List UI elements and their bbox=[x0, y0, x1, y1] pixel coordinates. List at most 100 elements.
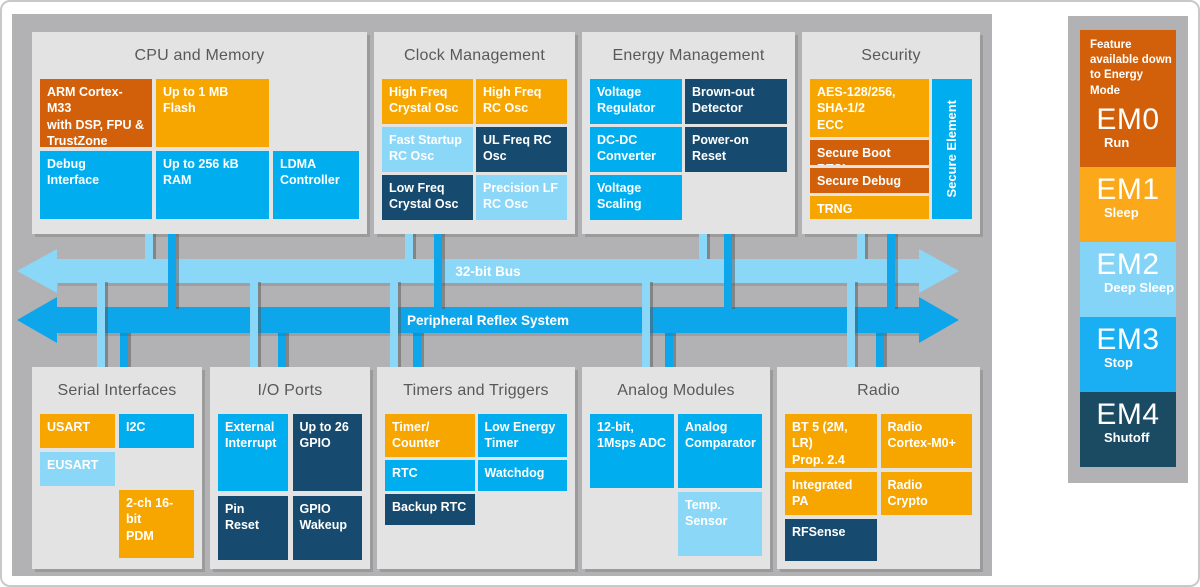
bus-connector bbox=[699, 234, 707, 262]
bus-connector bbox=[405, 234, 413, 262]
block-ul-freq-rc-osc: UL Freq RC Osc bbox=[476, 127, 567, 172]
block-ram: Up to 256 kB RAM bbox=[156, 151, 269, 219]
block-pdm: 2-ch 16-bit PDM bbox=[119, 490, 194, 558]
section-radio: Radio BT 5 (2M, LR) Prop. 2.4 GHzRadio C… bbox=[777, 367, 980, 569]
bus-32-bit: 32-bit Bus bbox=[17, 249, 959, 293]
block-timer-counter: Timer/ Counter bbox=[385, 414, 475, 457]
section-title: Analog Modules bbox=[617, 382, 735, 399]
bus-connector bbox=[145, 234, 153, 262]
bus-connector bbox=[847, 282, 855, 367]
energy-mode-sublabel: Deep Sleep bbox=[1104, 280, 1175, 295]
bus-connector bbox=[120, 331, 128, 367]
block-hf-crystal-osc: High Freq Crystal Osc bbox=[382, 79, 473, 124]
bus-connector bbox=[724, 234, 732, 309]
block-arm-cortex-m33: ARM Cortex-M33 with DSP, FPU & TrustZone bbox=[40, 79, 152, 147]
block-precision-lf-rc-osc: Precision LF RC Osc bbox=[476, 175, 567, 220]
arrow-head-left-icon bbox=[17, 249, 57, 293]
block-eusart: EUSART bbox=[40, 452, 115, 486]
legend-header: Feature available down to Energy Mode bbox=[1090, 39, 1172, 97]
block-debug-interface: Debug Interface bbox=[40, 151, 152, 219]
block-ldma-controller: LDMA Controller bbox=[273, 151, 359, 219]
energy-mode-sublabel: Sleep bbox=[1104, 205, 1139, 220]
block-hf-rc-osc: High Freq RC Osc bbox=[476, 79, 567, 124]
section-title: I/O Ports bbox=[257, 382, 323, 399]
block-low-energy-timer: Low Energy Timer bbox=[477, 414, 567, 457]
energy-mode-sublabel: Shutoff bbox=[1104, 430, 1150, 445]
block-trng: TRNG bbox=[810, 196, 929, 219]
section-title: Radio bbox=[857, 382, 900, 399]
bus-connector bbox=[390, 282, 398, 367]
bus-connector bbox=[97, 282, 105, 367]
bus-connector bbox=[168, 234, 176, 309]
arrow-head-right-icon bbox=[919, 297, 959, 343]
block-watchdog: Watchdog bbox=[477, 460, 567, 491]
arrow-head-right-icon bbox=[919, 249, 959, 293]
block-bt5: BT 5 (2M, LR) Prop. 2.4 GHz bbox=[785, 414, 877, 468]
block-gpio-wakeup: GPIO Wakeup bbox=[292, 496, 362, 560]
block-adc: 12-bit, 1Msps ADC bbox=[590, 414, 674, 488]
bus-body bbox=[55, 259, 921, 283]
block-brown-out-detector: Brown-out Detector bbox=[685, 79, 787, 124]
block-temp-sensor: Temp. Sensor bbox=[678, 492, 762, 556]
section-title: Serial Interfaces bbox=[57, 382, 177, 399]
arrow-head-left-icon bbox=[17, 297, 57, 343]
block-aes-sha-ecc: AES-128/256, SHA-1/2 ECC bbox=[810, 79, 929, 137]
energy-mode-name: EM4 bbox=[1096, 398, 1160, 431]
section-title: Security bbox=[861, 47, 921, 64]
energy-mode-sublabel: Run bbox=[1104, 134, 1130, 150]
energy-mode-name: EM1 bbox=[1096, 173, 1160, 206]
bus-connector bbox=[887, 234, 895, 309]
bus-connector bbox=[278, 331, 286, 367]
block-fast-startup-rc-osc: Fast Startup RC Osc bbox=[382, 127, 473, 172]
block-analog-comparator: Analog Comparator bbox=[678, 414, 762, 488]
block-flash: Up to 1 MB Flash bbox=[156, 79, 269, 147]
bus-connector bbox=[434, 234, 442, 309]
block-gpio: Up to 26 GPIO bbox=[292, 414, 362, 491]
block-external-interrupt: External Interrupt bbox=[218, 414, 288, 491]
block-integrated-pa: Integrated PA bbox=[785, 472, 877, 515]
energy-mode-name: EM2 bbox=[1096, 248, 1160, 281]
block-rfsense: RFSense bbox=[785, 519, 877, 561]
block-pin-reset: Pin Reset bbox=[218, 496, 288, 560]
block-lf-crystal-osc: Low Freq Crystal Osc bbox=[382, 175, 473, 220]
energy-mode-sublabel: Stop bbox=[1104, 355, 1133, 370]
energy-mode-name: EM3 bbox=[1096, 323, 1160, 356]
bus-connector bbox=[413, 331, 421, 367]
block-voltage-scaling: Voltage Scaling bbox=[590, 175, 682, 220]
bus-connector bbox=[665, 331, 673, 367]
section-title: CPU and Memory bbox=[134, 47, 265, 64]
block-secure-element: Secure Element bbox=[932, 79, 972, 219]
section-blocks: ARM Cortex-M33 with DSP, FPU & TrustZone… bbox=[40, 79, 359, 219]
bus-peripheral-reflex-system: Peripheral Reflex System bbox=[17, 297, 959, 343]
block-voltage-regulator: Voltage Regulator bbox=[590, 79, 682, 124]
section-blocks: BT 5 (2M, LR) Prop. 2.4 GHzRadio Cortex-… bbox=[785, 414, 972, 561]
section-cpu-and-memory: CPU and Memory ARM Cortex-M33 with DSP, … bbox=[32, 32, 367, 234]
block-radio-cortex-m0: Radio Cortex-M0+ bbox=[880, 414, 972, 468]
bus-connector bbox=[642, 282, 650, 367]
block-rtc: RTC bbox=[385, 460, 475, 491]
block-backup-rtc: Backup RTC bbox=[385, 494, 475, 525]
block-usart: USART bbox=[40, 414, 115, 448]
bus-connector bbox=[250, 282, 258, 367]
